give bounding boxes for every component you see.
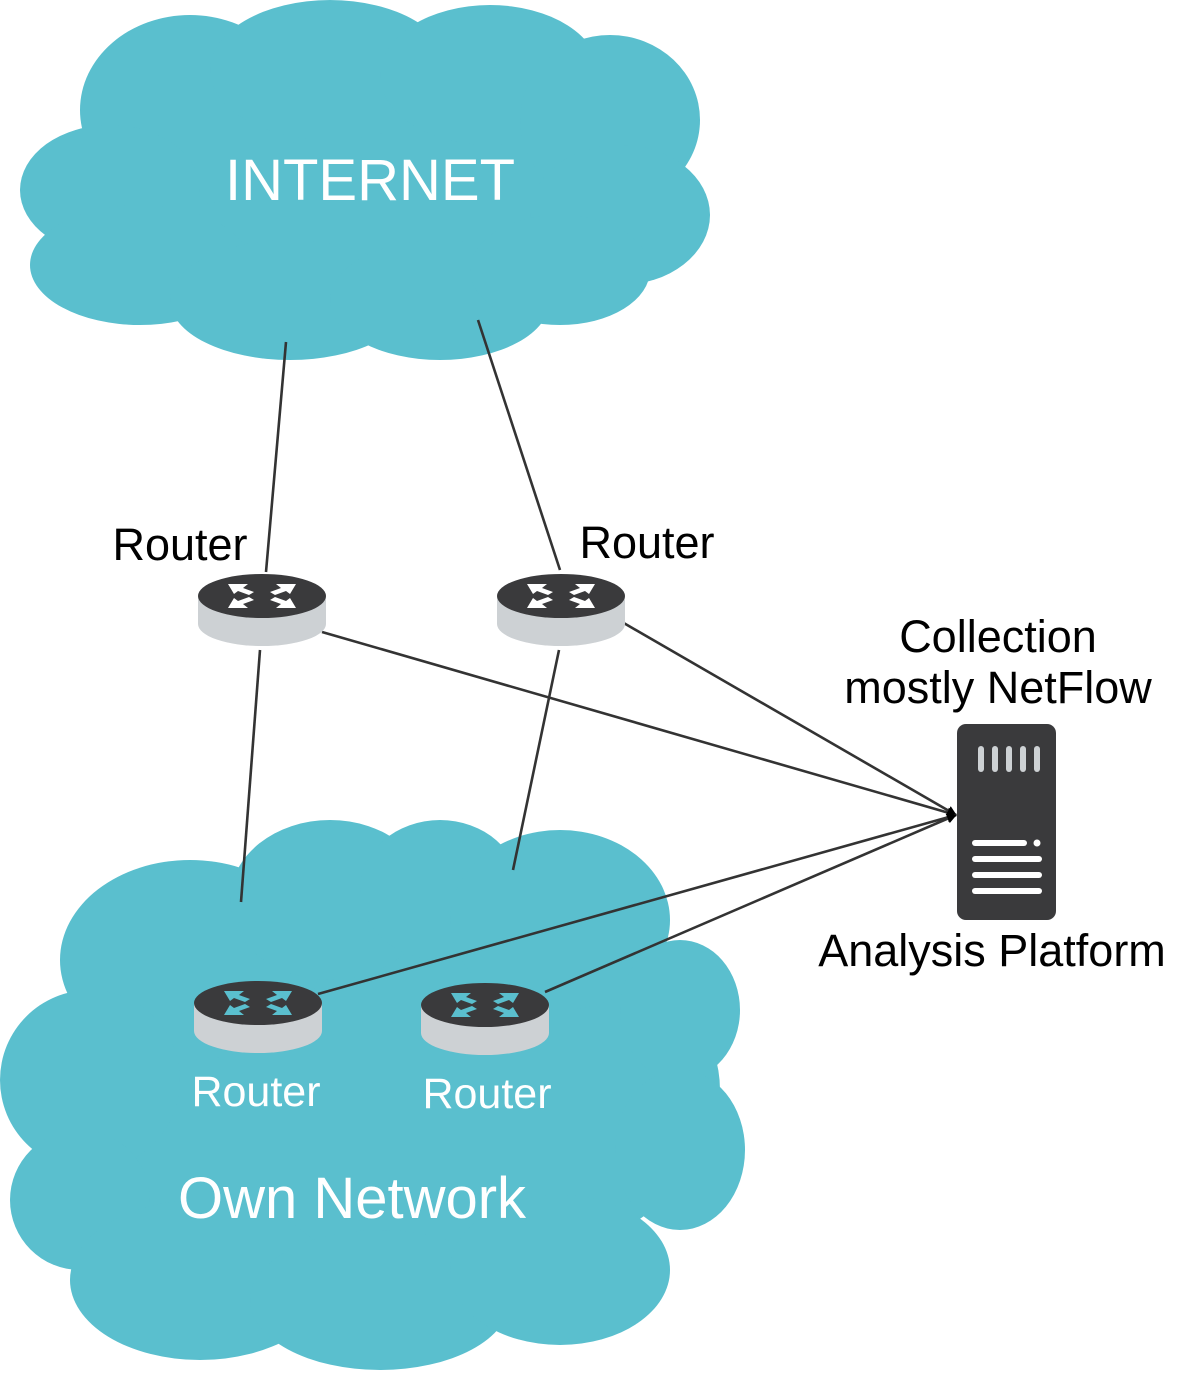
- link-edge-right-network: [511, 649, 561, 871]
- router-icon: [198, 574, 326, 646]
- flow-edge-right-to-collector: [621, 620, 957, 817]
- collector-label-line1: Collection: [899, 611, 1097, 662]
- edge-router-left: Router: [112, 519, 326, 646]
- link-internet-edge-left: [264, 341, 288, 573]
- flow-internal-left-to-collector: [317, 812, 957, 996]
- router-icon: [421, 983, 549, 1055]
- internal-router-left: Router: [191, 981, 322, 1116]
- flow-internal-right-to-collector: [544, 813, 957, 994]
- edge-router-left-label: Router: [112, 519, 247, 570]
- link-internet-edge-right: [476, 319, 562, 571]
- collector-label-bottom: Analysis Platform: [818, 925, 1166, 976]
- collector: Collection mostly NetFlow Analysis Platf…: [818, 611, 1166, 976]
- connections: [239, 319, 957, 996]
- flow-edge-left-to-collector: [321, 630, 957, 818]
- internet-label: INTERNET: [225, 148, 515, 213]
- router-icon: [194, 981, 322, 1053]
- server-icon: [957, 724, 1056, 920]
- internal-router-right: Router: [421, 983, 552, 1118]
- own-network-label: Own Network: [178, 1166, 527, 1231]
- link-edge-left-network: [239, 649, 262, 903]
- internal-router-right-label: Router: [422, 1070, 551, 1118]
- internal-router-left-label: Router: [191, 1068, 320, 1116]
- collector-label-line2: mostly NetFlow: [844, 662, 1152, 713]
- router-icon: [497, 574, 625, 646]
- own-network-cloud: Own Network: [0, 820, 745, 1370]
- edge-router-right: Router: [497, 517, 715, 646]
- internet-cloud: INTERNET: [20, 0, 710, 360]
- edge-router-right-label: Router: [579, 517, 714, 568]
